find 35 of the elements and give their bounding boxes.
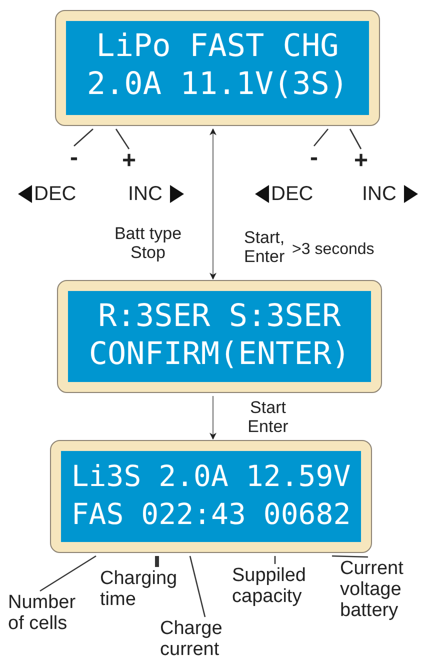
lcd-text: 2.0A 11.1V(3S): [86, 65, 350, 103]
lcd-screen: [57, 280, 382, 393]
button-label: DEC: [271, 183, 314, 205]
button-label: INC: [362, 183, 396, 205]
callout-text: Charging time: [100, 568, 188, 612]
lcd-text: FAS 022:43 00682: [70, 496, 352, 533]
lcd-screen: [55, 10, 380, 126]
button-sign: -: [306, 147, 322, 169]
button-label: DEC: [34, 183, 76, 205]
leader-line: [349, 128, 362, 150]
callout-text: Charge current: [160, 618, 250, 662]
text-label: Start, Enter: [244, 228, 286, 266]
callout-text: Suppiled capacity: [232, 565, 332, 609]
arrow: [210, 396, 216, 440]
lcd-text: LiPo FAST CHG: [95, 27, 340, 65]
button-sign: -: [66, 147, 82, 169]
leader-line: [314, 128, 328, 146]
leader-line: [74, 128, 94, 146]
leader-line: [155, 556, 159, 567]
callout-text: Number of cells: [8, 592, 88, 658]
button-label: INC: [128, 183, 162, 205]
callout-text: Current voltage battery: [340, 558, 425, 624]
arrow: [210, 128, 216, 280]
lcd-text: Li3S 2.0A 12.59V: [70, 458, 352, 495]
button-sign: +: [120, 150, 138, 172]
lcd-text: CONFIRM(ENTER): [88, 335, 352, 373]
lcd-text: R:3SER S:3SER: [97, 297, 342, 335]
leader-line: [40, 555, 96, 592]
button-sign: +: [352, 150, 370, 172]
leader-line: [274, 556, 276, 564]
leader-line: [332, 555, 368, 558]
leader-line: [115, 128, 130, 150]
text-label: >3 seconds: [292, 241, 374, 259]
lcd-screen: [50, 440, 372, 553]
leader-line: [189, 556, 206, 618]
